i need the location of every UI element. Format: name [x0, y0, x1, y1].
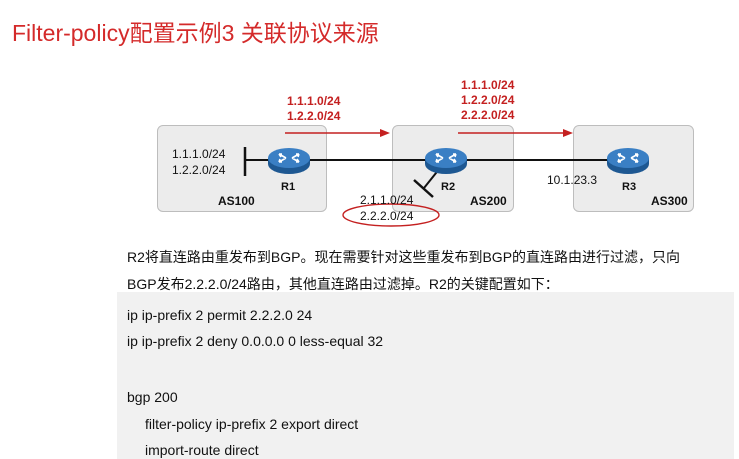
- arrow-right-icon: [285, 129, 390, 137]
- router-label-r1: R1: [281, 181, 296, 193]
- r2-stub-bar: [413, 179, 434, 198]
- code-line: filter-policy ip-prefix 2 export direct: [145, 416, 359, 432]
- code-line: ip ip-prefix 2 permit 2.2.2.0 24: [127, 307, 313, 323]
- adv-prefix: 1.2.2.0/24: [287, 109, 341, 123]
- adv-prefix: 2.2.2.0/24: [461, 108, 515, 122]
- code-line: bgp 200: [127, 389, 178, 405]
- as-label-as200: AS200: [470, 194, 507, 208]
- r3-address: 10.1.23.3: [547, 173, 598, 187]
- router-label-r2: R2: [441, 181, 456, 193]
- r2-prefix: 2.1.1.0/24: [360, 193, 414, 207]
- config-code-block: [117, 292, 734, 459]
- description-line: R2将直连路由重发布到BGP。现在需要针对这些重发布到BGP的直连路由进行过滤，…: [127, 249, 681, 265]
- router-icon: [607, 148, 649, 174]
- router-label-r3: R3: [622, 181, 637, 193]
- as-label-as100: AS100: [218, 194, 255, 208]
- r2-prefix-list: 2.1.1.0/24 2.2.2.0/24: [360, 192, 413, 224]
- adv-prefix: 1.1.1.0/24: [287, 94, 341, 108]
- highlight-circle: [342, 203, 440, 227]
- adv-prefix: 1.2.2.0/24: [461, 93, 515, 107]
- description: R2将直连路由重发布到BGP。现在需要针对这些重发布到BGP的直连路由进行过滤，…: [127, 244, 733, 298]
- r1-prefix: 1.1.1.0/24: [172, 147, 226, 161]
- adv-r1-r2-list: 1.1.1.0/24 1.2.2.0/24: [287, 94, 340, 124]
- r1-prefix: 1.2.2.0/24: [172, 163, 226, 177]
- r2-prefix: 2.2.2.0/24: [360, 209, 414, 223]
- adv-prefix: 1.1.1.0/24: [461, 78, 515, 92]
- description-line: BGP发布2.2.2.0/24路由，其他直连路由过滤掉。R2的关键配置如下：: [127, 276, 559, 292]
- adv-r2-r3-list: 1.1.1.0/24 1.2.2.0/24 2.2.2.0/24: [461, 78, 514, 123]
- arrow-right-icon: [458, 129, 573, 137]
- as-label-as300: AS300: [651, 194, 688, 208]
- r1-prefix-list: 1.1.1.0/24 1.2.2.0/24: [172, 146, 225, 178]
- page-title: Filter-policy配置示例3 关联协议来源: [12, 20, 379, 46]
- code-line: ip ip-prefix 2 deny 0.0.0.0 0 less-equal…: [127, 333, 384, 349]
- router-icon: [268, 148, 310, 174]
- router-icon: [425, 148, 467, 174]
- code-line: import-route direct: [145, 442, 259, 458]
